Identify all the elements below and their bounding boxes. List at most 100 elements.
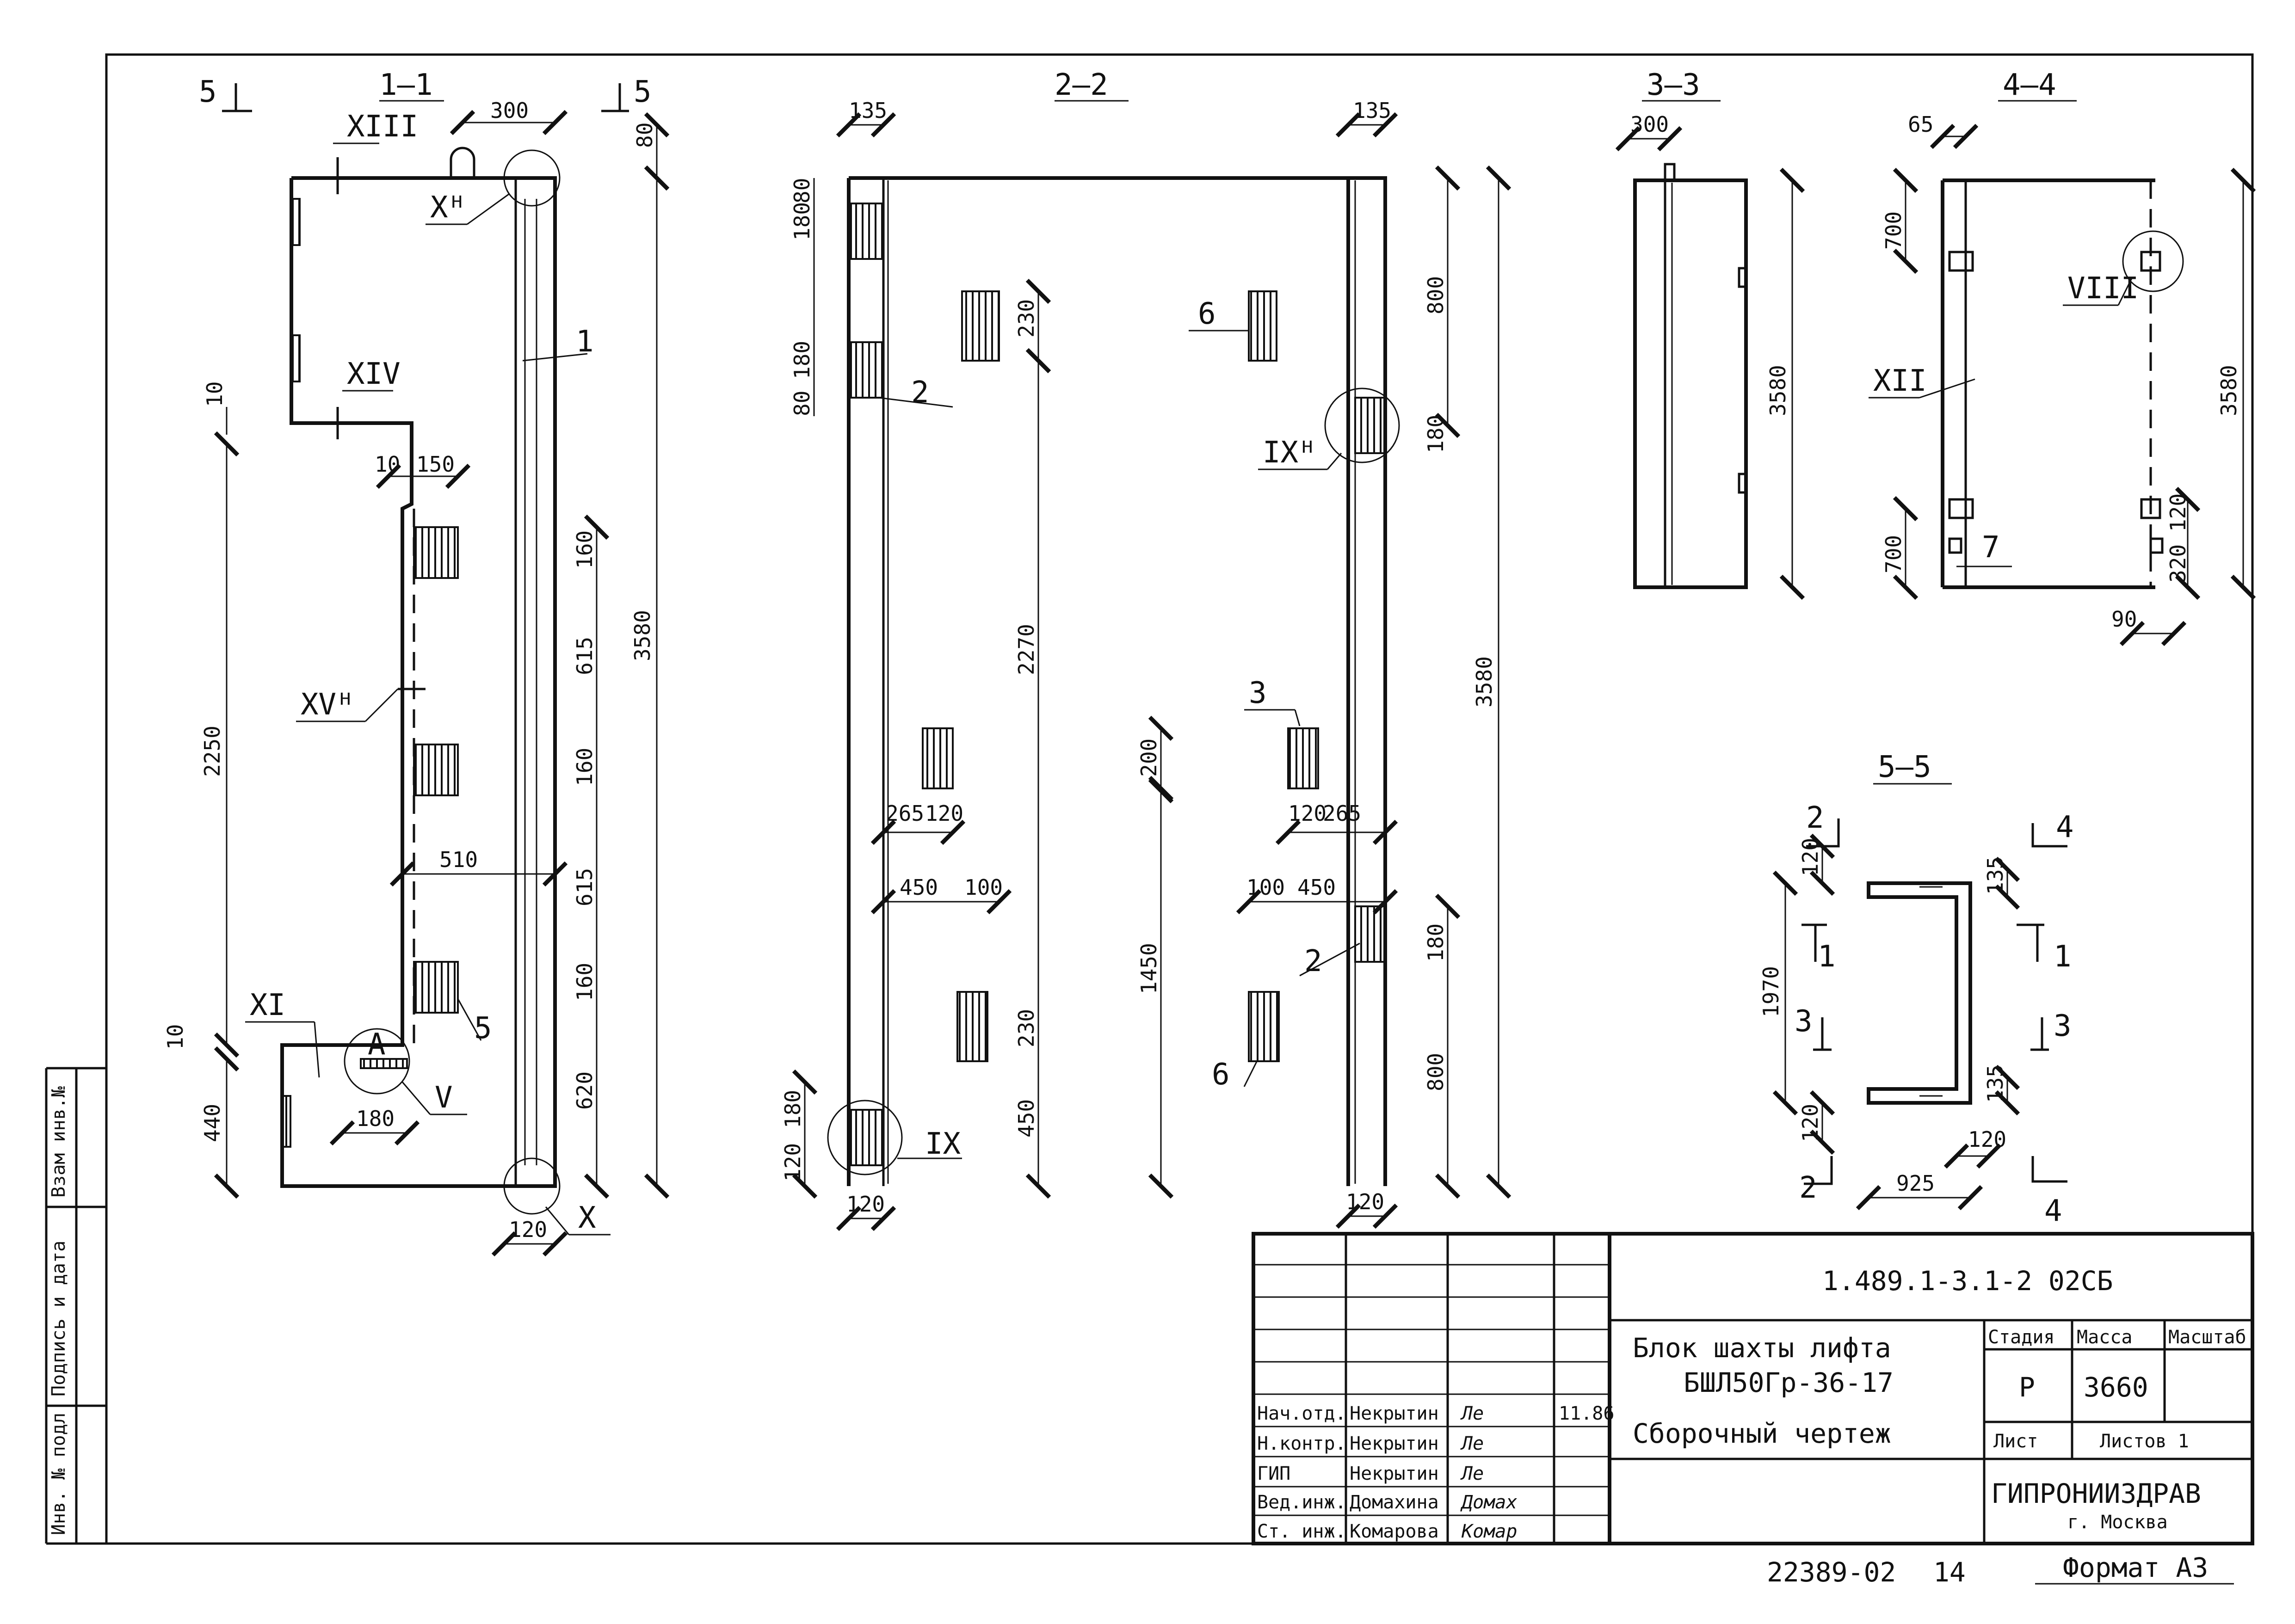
- callout-2-2-6b: 6: [1212, 1058, 1230, 1092]
- title-block: 1.489.1-3.1-2 02СБ Блок шахты лифта БШЛ5…: [1252, 1232, 2254, 1545]
- dim-1-1-510: 510: [439, 847, 478, 872]
- dim-1-1-180: 180: [356, 1106, 395, 1131]
- callout-A: A: [368, 1027, 386, 1062]
- dim-2-2-180a: 180: [790, 202, 814, 240]
- callout-2-2-IXh: IXᴴ: [1263, 436, 1316, 470]
- dim-2-2-2270: 2270: [1014, 624, 1039, 675]
- dim-2-2-800b: 800: [1423, 1053, 1448, 1091]
- callout-2-2-6a: 6: [1198, 297, 1216, 331]
- sheets-label: Листов 1: [2100, 1431, 2189, 1452]
- dim-2-2-265a: 265: [886, 801, 924, 826]
- section-4-4: 4–4 VIII XII 7 65 700 700 3580 120 320 9…: [1869, 68, 2256, 646]
- dim-5-5-120c: 120: [1968, 1127, 2006, 1152]
- dim-2-2-450c: 450: [1297, 875, 1336, 900]
- staff-name-2: Некрытин: [1350, 1463, 1439, 1484]
- dim-2-2-120d: 120: [1288, 801, 1326, 826]
- callout-1: 1: [576, 325, 594, 359]
- dim-1-1-2250: 2250: [200, 726, 225, 777]
- callout-7: 7: [1982, 530, 2000, 565]
- doc-code: 1.489.1-3.1-2 02СБ: [1822, 1265, 2113, 1297]
- staff-role-4: Ст. инж.: [1257, 1521, 1346, 1542]
- dim-1-1-160b: 160: [572, 748, 597, 786]
- callout-XIV: XIV: [347, 357, 401, 391]
- dim-2-2-180b: 180: [790, 341, 814, 379]
- col-scale: Масштаб: [2168, 1327, 2246, 1348]
- dim-2-2-80b: 80: [790, 391, 814, 416]
- dim-2-2-230a: 230: [1014, 299, 1039, 338]
- dim-1-1-615b: 615: [572, 868, 597, 906]
- section-title-1-1: 1–1: [379, 68, 433, 102]
- dim-1-1-300: 300: [490, 98, 529, 123]
- dim-2-2-265b: 265: [1323, 801, 1361, 826]
- callout-V: V: [435, 1081, 453, 1115]
- dim-1-1-10b: 10: [375, 452, 400, 477]
- dim-3-3-3580: 3580: [1765, 365, 1790, 416]
- cut-mark-5-right: 5: [634, 75, 652, 109]
- callout-Xh: Xᴴ: [430, 191, 466, 225]
- side-stamp: Инв. № подл Подпись и дата Взам инв.№: [48, 1086, 69, 1535]
- dim-1-1-620: 620: [572, 1071, 597, 1110]
- staff-table: Нач.отд. Некрытин Ле 11.86 Н.контр. Некр…: [1257, 1403, 1614, 1542]
- dim-2-2-120a: 120: [925, 801, 963, 826]
- dim-2-2-80a: 80: [790, 178, 814, 203]
- staff-date-0: 11.86: [1559, 1403, 1614, 1424]
- col-stage: Стадия: [1988, 1327, 2055, 1348]
- dim-2-2-450b: 450: [1014, 1099, 1039, 1138]
- dim-2-2-180e: 180: [1423, 923, 1448, 962]
- callout-2-2-3: 3: [1249, 676, 1267, 710]
- sheet-label: Лист: [1993, 1431, 2038, 1452]
- cut-5-5-4top: 4: [2056, 810, 2074, 844]
- dim-5-5-120a: 120: [1798, 838, 1823, 876]
- sheet-frame: [45, 53, 2254, 1545]
- dims-2-2: 135 180 80 180 80 230 2270 265 120 450 1…: [780, 98, 1511, 1231]
- dim-1-1-160c: 160: [572, 963, 597, 1001]
- stage-value: Р: [2019, 1372, 2035, 1403]
- dim-2-2-800a: 800: [1423, 276, 1448, 314]
- dim-1-1-120: 120: [509, 1217, 547, 1242]
- staff-sign-0: Ле: [1460, 1403, 1484, 1424]
- dim-2-2-180d: 180: [1423, 415, 1448, 453]
- dim-1-1-440: 440: [200, 1104, 225, 1142]
- dim-5-5-1970: 1970: [1758, 966, 1783, 1017]
- dim-2-2-120b: 120: [780, 1143, 805, 1181]
- callout-XIII: XIII: [347, 110, 418, 144]
- mass-value: 3660: [2084, 1372, 2148, 1403]
- staff-name-1: Некрытин: [1350, 1433, 1439, 1454]
- section-2-2: 2–2 2 IX 6 IXᴴ 3 2: [780, 68, 1511, 1231]
- dim-1-1-150: 150: [416, 452, 455, 477]
- dim-4-4-3580: 3580: [2216, 365, 2241, 416]
- section-5-5: 5–5 2 4 1 1 3 3 2 4 120 135 1970 135 120: [1758, 750, 2074, 1228]
- callout-2-2-2b: 2: [1304, 944, 1322, 978]
- dim-2-2-120c: 120: [846, 1192, 885, 1217]
- staff-name-4: Комарова: [1350, 1521, 1439, 1542]
- dim-4-4-700a: 700: [1881, 211, 1906, 250]
- dim-2-2-100a: 100: [964, 875, 1003, 900]
- title-line-2: БШЛ50Гр-36-17: [1684, 1367, 1894, 1398]
- dim-2-2-230b: 230: [1014, 1009, 1039, 1047]
- dim-2-2-135b: 135: [1353, 98, 1391, 123]
- callout-XI: XI: [250, 988, 285, 1022]
- dim-2-2-100b: 100: [1246, 875, 1285, 900]
- staff-sign-4: Комар: [1461, 1521, 1517, 1542]
- dim-2-2-200: 200: [1136, 738, 1161, 777]
- dim-5-5-925: 925: [1896, 1171, 1935, 1196]
- org-city: г. Москва: [2067, 1512, 2168, 1533]
- staff-sign-1: Ле: [1460, 1433, 1484, 1454]
- dim-4-4-120: 120: [2165, 493, 2190, 532]
- cut-mark-5-left: 5: [199, 75, 217, 109]
- staff-sign-2: Ле: [1460, 1463, 1484, 1484]
- org-name: ГИПРОНИИЗДРАВ: [1991, 1478, 2201, 1509]
- dim-5-5-135b: 135: [1983, 1064, 2008, 1103]
- cut-5-5-3right: 3: [2054, 1009, 2072, 1043]
- side-stamp-inv: Инв. № подл: [48, 1413, 69, 1535]
- dim-2-2-180c: 180: [780, 1090, 805, 1128]
- dims-1-1: 300 80 10 10 150 2250 160 615 160 510 61…: [163, 98, 670, 1257]
- cut-5-5-2bottom: 2: [1799, 1171, 1817, 1205]
- dim-4-4-700b: 700: [1881, 535, 1906, 573]
- dim-5-5-135a: 135: [1983, 856, 2008, 895]
- callout-2-2-2a: 2: [911, 375, 929, 410]
- staff-name-0: Некрытин: [1350, 1403, 1439, 1424]
- dim-1-1-3580: 3580: [630, 610, 655, 661]
- dim-3-3-300: 300: [1630, 112, 1669, 137]
- callout-X: X: [578, 1201, 596, 1235]
